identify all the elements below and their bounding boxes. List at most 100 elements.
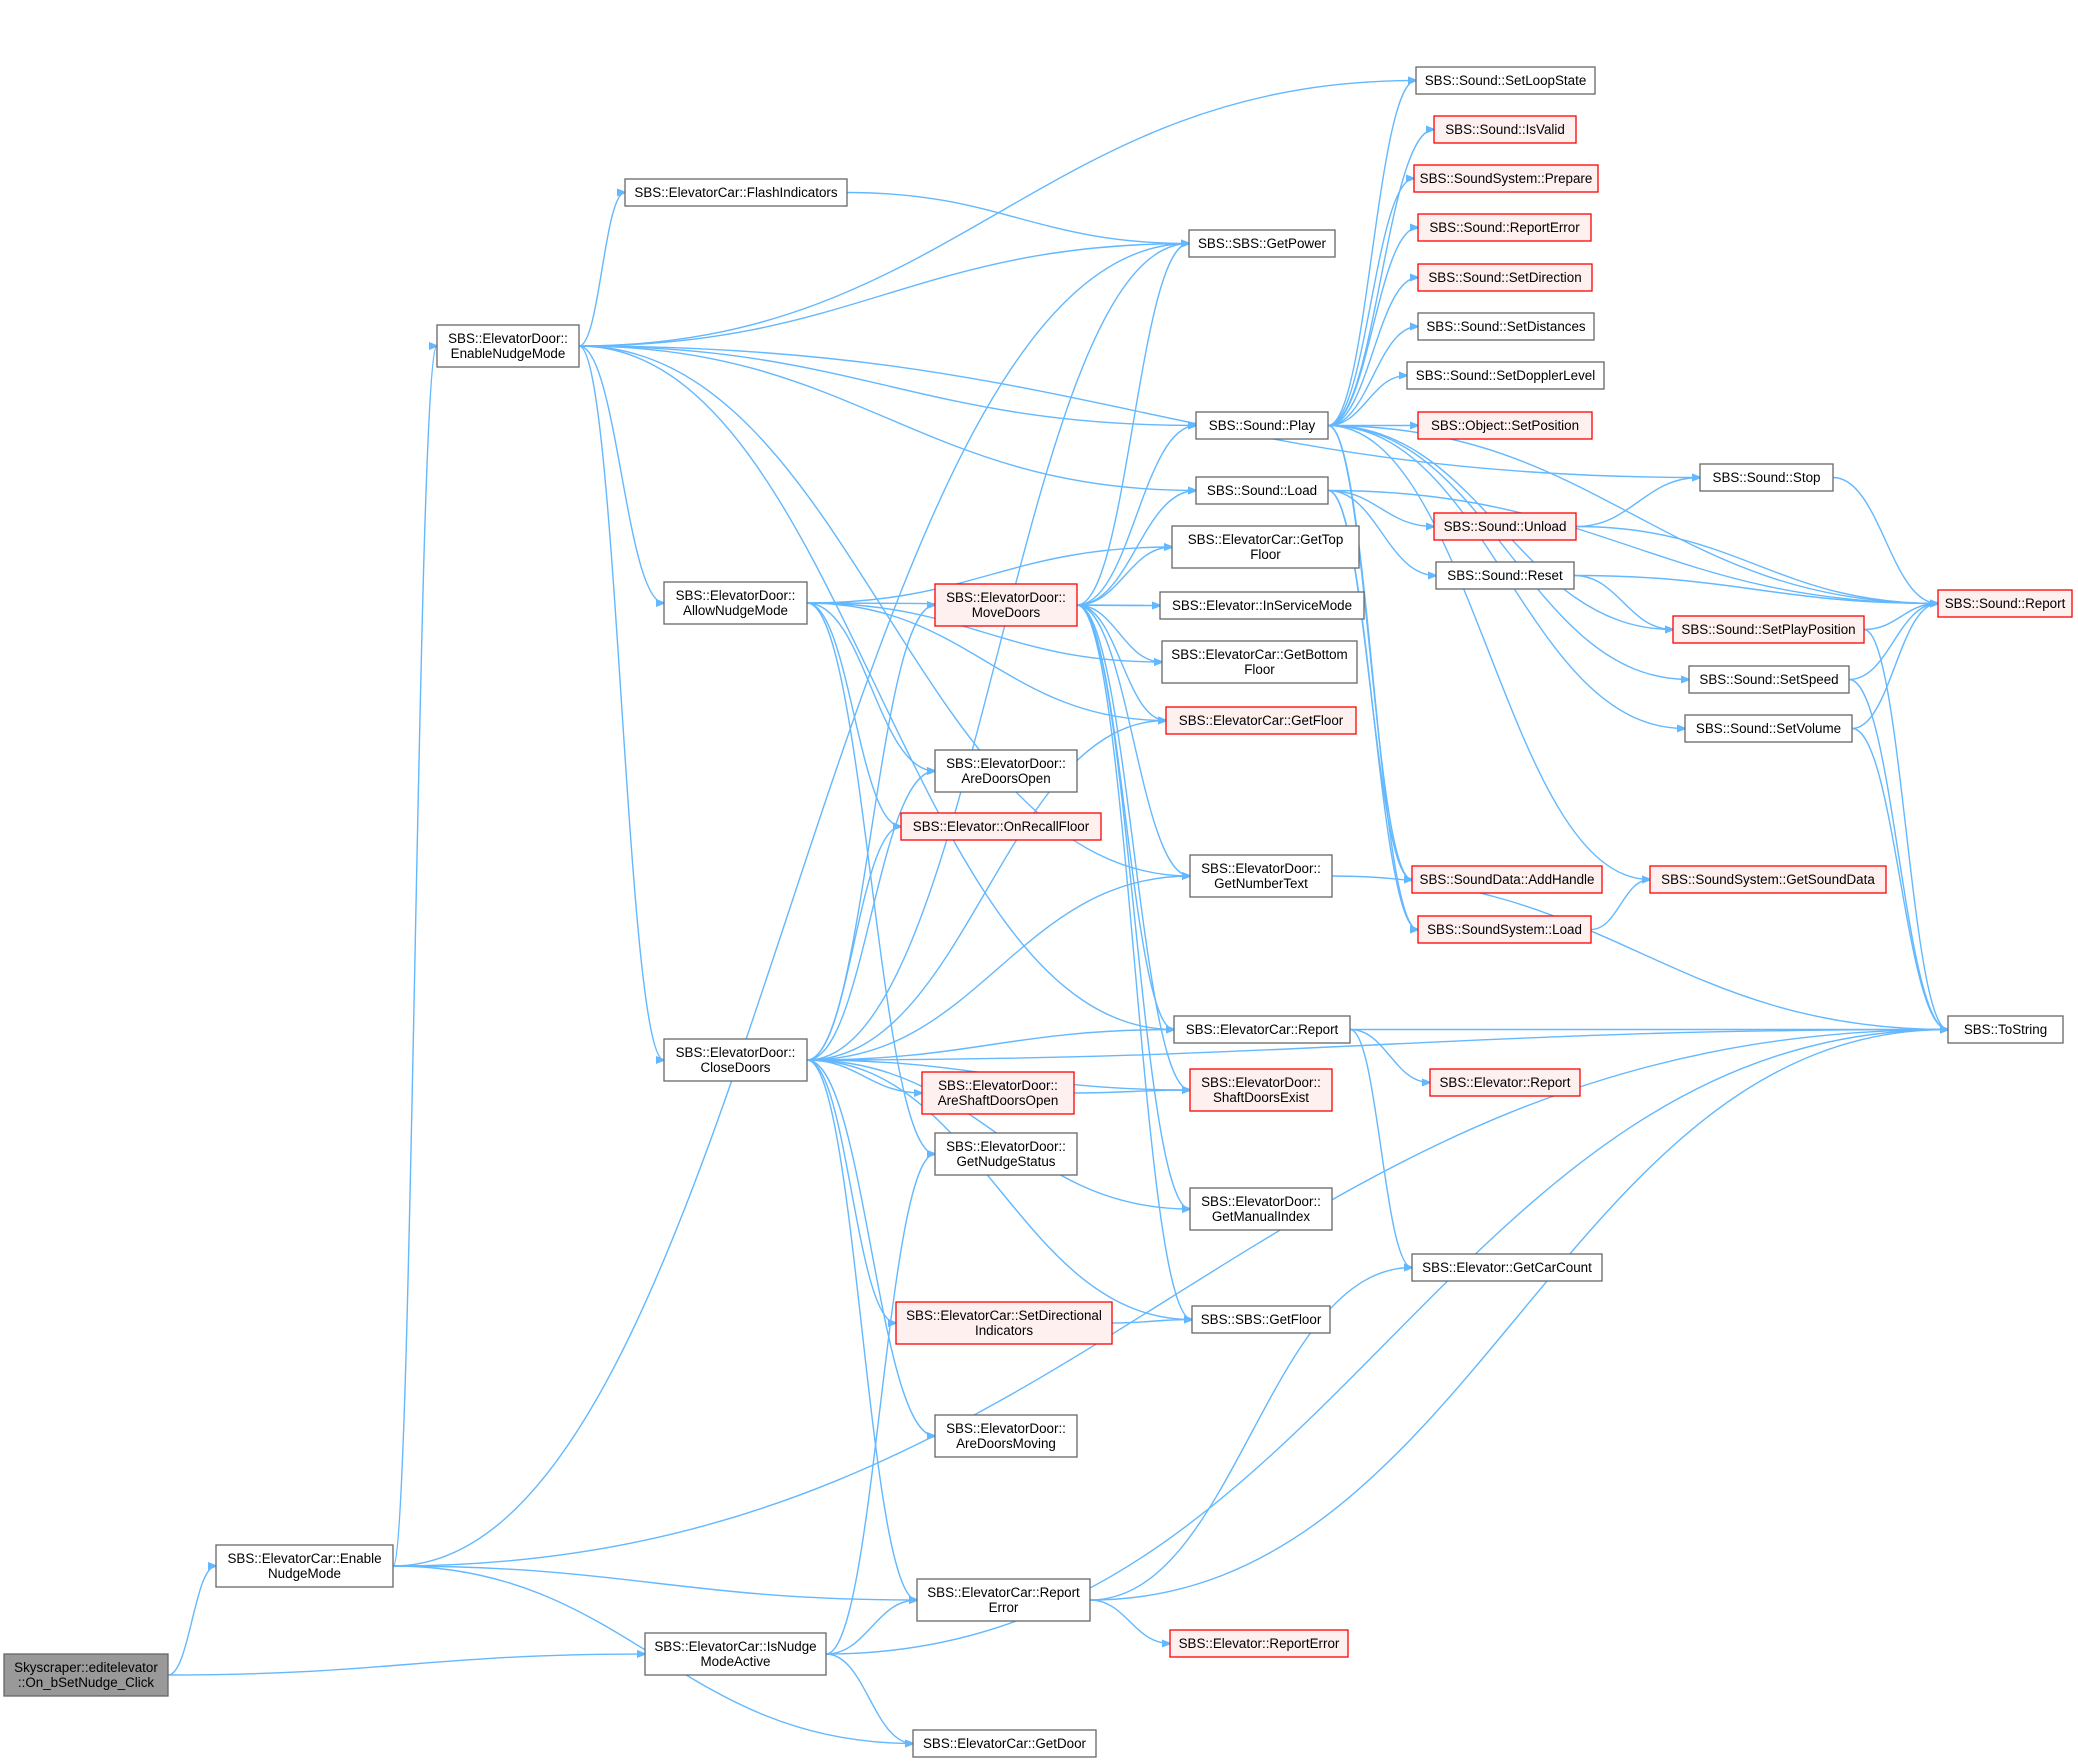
node-label-line: SBS::ElevatorDoor:: <box>946 1421 1066 1436</box>
node-elev_on_recall_floor[interactable]: SBS::Elevator::OnRecallFloor <box>900 812 1102 841</box>
edge-door_close_doors-to-door_get_number_text <box>806 876 1190 1061</box>
edge-sound_load-to-sound_reset <box>1327 489 1436 576</box>
node-sound_set_play_position[interactable]: SBS::Sound::SetPlayPosition <box>1672 615 1865 644</box>
node-label-line: GetManualIndex <box>1212 1209 1311 1224</box>
node-sound_report_error[interactable]: SBS::Sound::ReportError <box>1417 213 1592 242</box>
node-box <box>1937 589 2073 618</box>
node-car_report[interactable]: SBS::ElevatorCar::Report <box>1173 1015 1351 1044</box>
node-sound_stop[interactable]: SBS::Sound::Stop <box>1699 463 1834 492</box>
edge-car_set_directional_indicators-to-sbs_get_floor <box>1111 1320 1192 1324</box>
node-label-line: SBS::Sound::SetDopplerLevel <box>1416 368 1595 383</box>
node-elev_report_error[interactable]: SBS::Elevator::ReportError <box>1169 1629 1349 1658</box>
node-sound_set_direction[interactable]: SBS::Sound::SetDirection <box>1417 263 1593 292</box>
node-box <box>1189 1187 1333 1231</box>
node-sound_reset[interactable]: SBS::Sound::Reset <box>1435 561 1575 590</box>
edge-sound_play-to-sound_set_direction <box>1327 278 1418 427</box>
node-soundsystem_get_sound_data[interactable]: SBS::SoundSystem::GetSoundData <box>1649 865 1887 894</box>
edge-sound_set_play_position-to-sound_report <box>1863 604 1938 631</box>
edge-door_allow_nudge-to-car_get_floor <box>806 602 1166 721</box>
node-box <box>1165 706 1357 735</box>
edge-sound_set_volume-to-sound_report <box>1851 604 1938 730</box>
node-label-line: SBS::ElevatorDoor:: <box>946 590 1066 605</box>
node-car_enable_nudge[interactable]: SBS::ElevatorCar::EnableNudgeMode <box>215 1544 394 1588</box>
node-door_are_doors_moving[interactable]: SBS::ElevatorDoor::AreDoorsMoving <box>934 1414 1078 1458</box>
node-door_close_doors[interactable]: SBS::ElevatorDoor::CloseDoors <box>663 1038 808 1082</box>
node-elev_get_car_count[interactable]: SBS::Elevator::GetCarCount <box>1411 1253 1603 1282</box>
node-label-line: SBS::ElevatorDoor:: <box>676 588 796 603</box>
edge-door_close_doors-to-door_are_doors_moving <box>806 1059 935 1436</box>
node-label-line: ModeActive <box>701 1654 771 1669</box>
node-sound_unload[interactable]: SBS::Sound::Unload <box>1433 512 1577 541</box>
node-elev_in_service_mode[interactable]: SBS::Elevator::InServiceMode <box>1159 591 1365 620</box>
node-label-line: EnableNudgeMode <box>451 346 566 361</box>
node-door_enable_nudge[interactable]: SBS::ElevatorDoor::EnableNudgeMode <box>436 324 580 368</box>
node-car_set_directional_indicators[interactable]: SBS::ElevatorCar::SetDirectionalIndicato… <box>895 1301 1113 1345</box>
node-sbs_get_power[interactable]: SBS::SBS::GetPower <box>1188 229 1336 258</box>
node-box <box>916 1578 1091 1622</box>
node-sound_play[interactable]: SBS::Sound::Play <box>1195 411 1329 440</box>
node-label-line: SBS::SoundSystem::Prepare <box>1420 171 1593 186</box>
node-box <box>934 583 1078 627</box>
node-door_get_number_text[interactable]: SBS::ElevatorDoor::GetNumberText <box>1189 854 1333 898</box>
node-label-line: SBS::Sound::Unload <box>1444 519 1567 534</box>
node-door_get_manual_index[interactable]: SBS::ElevatorDoor::GetManualIndex <box>1189 1187 1333 1231</box>
edge-door_close_doors-to-car_get_floor <box>806 721 1166 1061</box>
node-label-line: SBS::Sound::SetPlayPosition <box>1681 622 1855 637</box>
node-sound_set_speed[interactable]: SBS::Sound::SetSpeed <box>1688 665 1850 694</box>
edge-sound_set_speed-to-sound_report <box>1848 604 1938 681</box>
node-door_allow_nudge[interactable]: SBS::ElevatorDoor::AllowNudgeMode <box>663 581 808 625</box>
node-car_get_floor[interactable]: SBS::ElevatorCar::GetFloor <box>1165 706 1357 735</box>
edge-sound_play-to-soundsystem_prepare <box>1327 179 1414 427</box>
node-sounddata_add_handle[interactable]: SBS::SoundData::AddHandle <box>1411 865 1603 894</box>
node-car_get_door[interactable]: SBS::ElevatorCar::GetDoor <box>912 1729 1097 1758</box>
node-elev_report[interactable]: SBS::Elevator::Report <box>1429 1068 1581 1097</box>
node-sound_is_valid[interactable]: SBS::Sound::IsValid <box>1433 115 1577 144</box>
edge-car_enable_nudge-to-car_report_error <box>392 1565 917 1600</box>
node-door_are_shaft_doors_open[interactable]: SBS::ElevatorDoor::AreShaftDoorsOpen <box>921 1071 1075 1115</box>
edge-sound_play-to-soundsystem_load <box>1327 424 1418 930</box>
node-car_report_error[interactable]: SBS::ElevatorCar::ReportError <box>916 1578 1091 1622</box>
node-sound_set_distances[interactable]: SBS::Sound::SetDistances <box>1417 312 1595 341</box>
node-sound_set_loop_state[interactable]: SBS::Sound::SetLoopState <box>1415 66 1596 95</box>
node-label-line: SBS::ElevatorCar::GetFloor <box>1179 713 1344 728</box>
node-door_are_doors_open[interactable]: SBS::ElevatorDoor::AreDoorsOpen <box>934 749 1078 793</box>
node-label-line: SBS::ElevatorDoor:: <box>1201 861 1321 876</box>
node-sbs_get_floor[interactable]: SBS::SBS::GetFloor <box>1191 1305 1331 1334</box>
node-label-line: SBS::ElevatorCar::GetBottom <box>1171 647 1347 662</box>
edge-door_allow_nudge-to-door_get_nudge_status <box>806 602 935 1154</box>
node-door_move_doors[interactable]: SBS::ElevatorDoor::MoveDoors <box>934 583 1078 627</box>
node-label-line: SBS::Elevator::OnRecallFloor <box>913 819 1090 834</box>
edge-door_close_doors-to-door_are_doors_open <box>806 771 935 1061</box>
edge-door_enable_nudge-to-door_close_doors <box>578 345 664 1060</box>
edge-sound_play-to-sound_set_doppler_level <box>1327 376 1407 427</box>
node-object_set_position[interactable]: SBS::Object::SetPosition <box>1417 411 1593 440</box>
node-root[interactable]: Skyscraper::editelevator::On_bSetNudge_C… <box>3 1653 169 1697</box>
edge-door_enable_nudge-to-sound_load <box>578 345 1196 491</box>
edge-door_move_doors-to-door_shaft_doors_exist <box>1076 604 1190 1090</box>
node-label-line: SBS::ElevatorCar::GetTop <box>1188 532 1344 547</box>
edge-sound_load-to-soundsystem_load <box>1327 489 1418 930</box>
node-label-line: Floor <box>1244 662 1275 677</box>
node-door_shaft_doors_exist[interactable]: SBS::ElevatorDoor::ShaftDoorsExist <box>1189 1068 1333 1112</box>
node-sound_set_volume[interactable]: SBS::Sound::SetVolume <box>1684 714 1853 743</box>
node-box <box>1433 115 1577 144</box>
node-sound_set_doppler_level[interactable]: SBS::Sound::SetDopplerLevel <box>1406 361 1605 390</box>
node-box <box>1688 665 1850 694</box>
node-label-line: AreDoorsOpen <box>961 771 1050 786</box>
node-door_get_nudge_status[interactable]: SBS::ElevatorDoor::GetNudgeStatus <box>934 1132 1078 1176</box>
node-soundsystem_prepare[interactable]: SBS::SoundSystem::Prepare <box>1413 164 1599 193</box>
edge-soundsystem_load-to-soundsystem_get_sound_data <box>1590 880 1650 931</box>
edge-door_move_doors-to-sound_load <box>1076 491 1196 606</box>
node-sound_report[interactable]: SBS::Sound::Report <box>1937 589 2073 618</box>
edge-door_enable_nudge-to-car_report <box>578 345 1174 1030</box>
node-sound_load[interactable]: SBS::Sound::Load <box>1195 476 1329 505</box>
node-car_flash_indicators[interactable]: SBS::ElevatorCar::FlashIndicators <box>624 178 848 207</box>
edge-car_report-to-elev_get_car_count <box>1349 1028 1412 1268</box>
node-label-line: SBS::ElevatorCar::GetDoor <box>923 1736 1087 1751</box>
node-sbs_to_string[interactable]: SBS::ToString <box>1947 1015 2064 1044</box>
node-soundsystem_load[interactable]: SBS::SoundSystem::Load <box>1417 915 1592 944</box>
